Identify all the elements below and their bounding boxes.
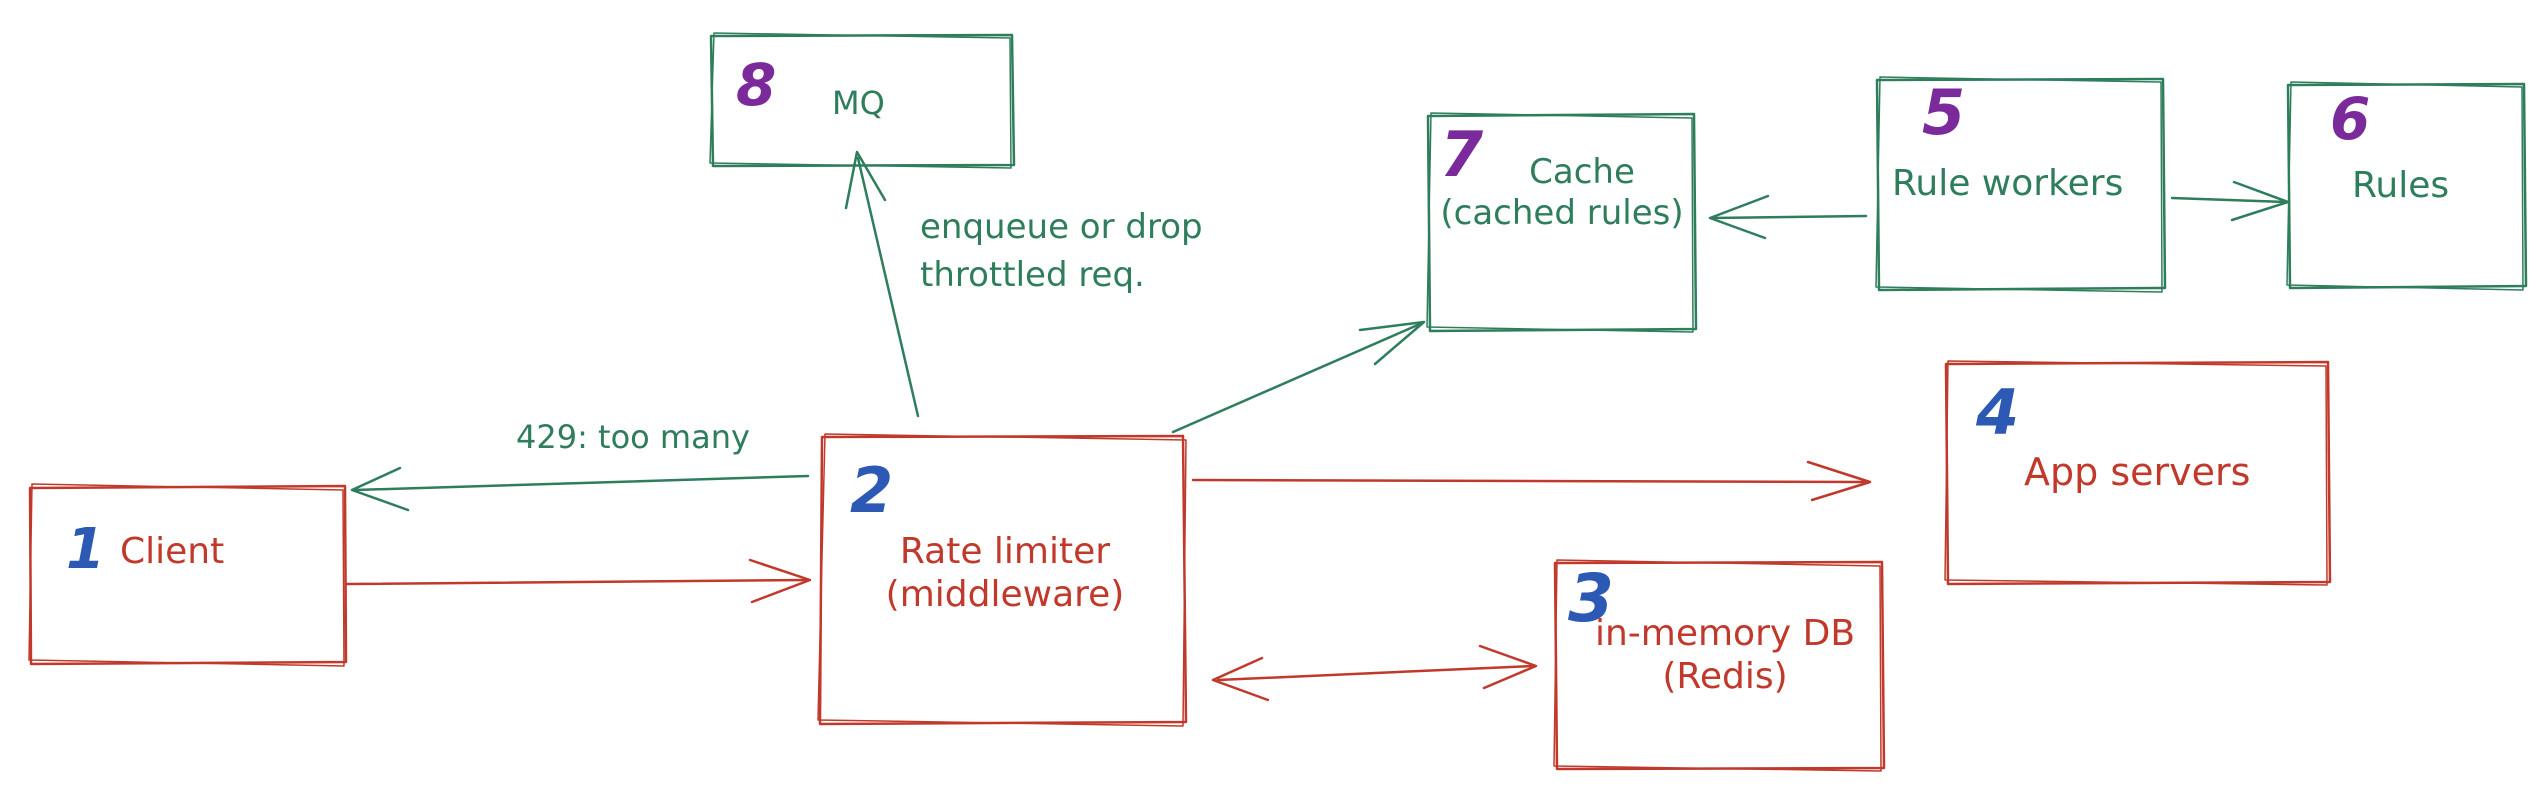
arrow-rate-limiter-to-cache [1171, 320, 1426, 434]
cache-box[interactable] [1426, 112, 1698, 333]
enqueue-label-line1: enqueue or drop [920, 207, 1203, 247]
app-servers-label: App servers [2024, 450, 2251, 494]
arrow-rate-limiter-to-app-servers [1191, 460, 1872, 502]
client-number: 1 [66, 517, 105, 582]
cache-label-line2: (cached rules) [1440, 192, 1684, 233]
cache-label: Cache (cached rules) [1430, 152, 1694, 234]
arrow-rule-workers-to-rules [2170, 180, 2290, 222]
client-label: Client [120, 531, 225, 572]
app-servers-box[interactable] [1944, 360, 2332, 586]
in-memory-db-box[interactable] [1553, 559, 1886, 772]
rule-workers-label: Rule workers [1892, 163, 2124, 204]
arrow-client-to-rate-limiter [345, 558, 812, 604]
arrow-rate-limiter-to-client [350, 466, 810, 512]
rules-label: Rules [2352, 165, 2450, 206]
rate-limiter-label-line2: (middleware) [885, 574, 1125, 616]
mq-label: MQ [832, 84, 885, 122]
client-box[interactable] [28, 483, 348, 667]
rate-limiter-label-line1: Rate limiter [899, 531, 1111, 572]
rate-limiter-label: Rate limiter (middleware) [860, 530, 1150, 616]
cache-number: 7 [1440, 118, 1484, 191]
cache-label-line1: Cache [1529, 152, 1635, 192]
rule-workers-box[interactable] [1875, 76, 2167, 293]
in-memory-db-label-line1: in-memory DB [1594, 613, 1856, 654]
rule-workers-number: 5 [1922, 76, 1966, 149]
mq-box[interactable] [709, 32, 1016, 169]
arrow-rate-limiter-db-bidirectional [1211, 644, 1538, 702]
arrow-rule-workers-to-cache [1708, 194, 1868, 240]
in-memory-db-label-line2: (Redis) [1662, 656, 1788, 698]
app-servers-number: 4 [1976, 376, 2020, 449]
rules-number: 6 [2330, 85, 2371, 153]
mq-number: 8 [736, 51, 777, 119]
rate-limiter-number: 2 [850, 454, 894, 527]
in-memory-db-label: in-memory DB (Redis) [1580, 612, 1870, 698]
arrow-rate-limiter-to-mq [844, 150, 920, 418]
rules-box[interactable] [2286, 81, 2528, 291]
enqueue-label-line2: throttled req. [920, 254, 1145, 295]
enqueue-label: enqueue or drop throttled req. [920, 204, 1203, 299]
in-memory-db-number: 3 [1568, 560, 1614, 637]
too-many-requests-label: 429: too many [516, 418, 750, 456]
rate-limiter-box[interactable] [817, 433, 1188, 727]
